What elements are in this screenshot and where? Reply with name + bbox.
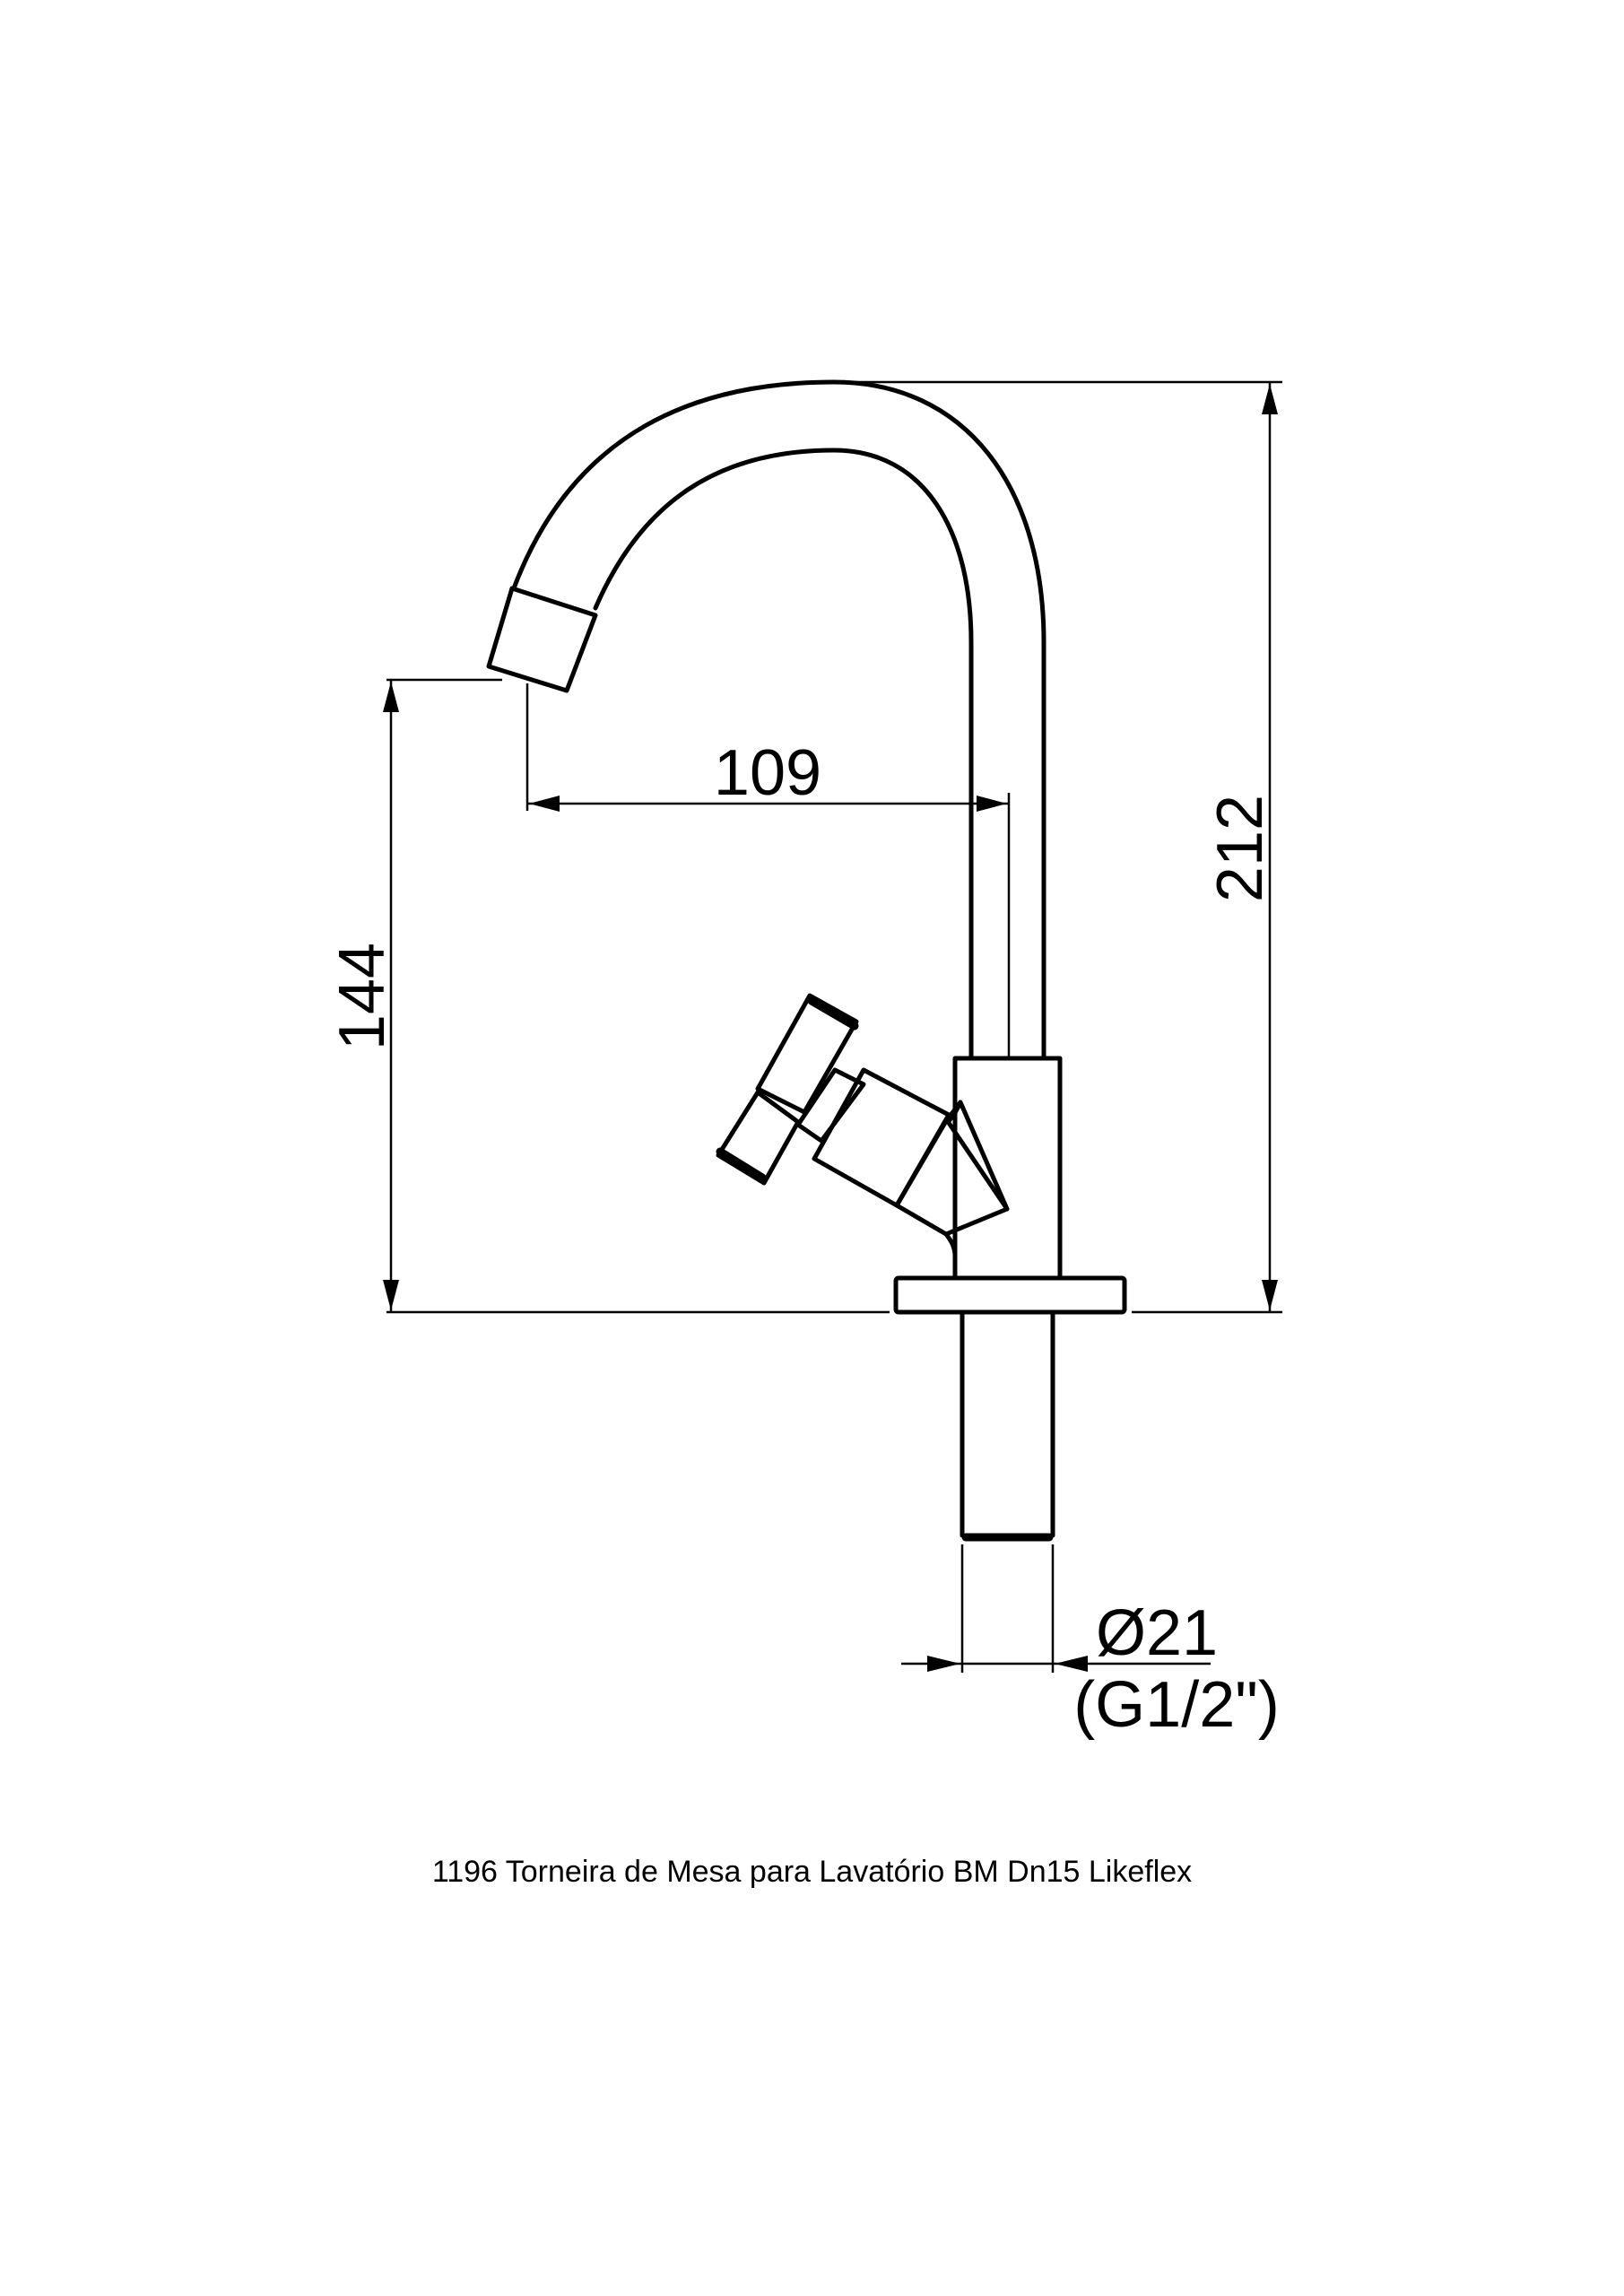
spout-outer-contour bbox=[511, 379, 1046, 1061]
valve-bonnet bbox=[812, 1067, 951, 1208]
faucet-body bbox=[952, 1056, 1063, 1281]
handle-lower-cap bbox=[716, 1147, 767, 1182]
spout-inner-contour bbox=[593, 448, 974, 1061]
dim-109-arrow-right bbox=[977, 796, 1007, 812]
aerator-nozzle bbox=[486, 586, 598, 693]
dim-109-label: 109 bbox=[714, 737, 821, 809]
valve-spindle bbox=[795, 1067, 866, 1144]
dim-212-label: 212 bbox=[1204, 795, 1276, 902]
dim-diameter-arrow-left bbox=[927, 1656, 960, 1672]
dim-diameter-label: Ø21 bbox=[1096, 1597, 1218, 1669]
inlet-shank bbox=[960, 1309, 1055, 1538]
dim-109-arrow-left bbox=[529, 796, 560, 812]
handle-lower-arm bbox=[716, 1090, 801, 1186]
dim-144-arrow-bottom bbox=[383, 1280, 399, 1310]
dim-144-label: 144 bbox=[326, 943, 398, 1050]
valve-cone-edge bbox=[943, 1120, 1010, 1258]
dim-diameter-arrow-right bbox=[1055, 1656, 1088, 1672]
dim-144-arrow-top bbox=[383, 682, 399, 712]
dim-212-arrow-top bbox=[1262, 384, 1278, 414]
dim-212-arrow-bottom bbox=[1262, 1280, 1278, 1310]
handle-upper-cap bbox=[807, 996, 859, 1031]
valve-cone-nut bbox=[894, 1100, 1010, 1237]
drawing-caption: 1196 Torneira de Mesa para Lavatório BM … bbox=[431, 1855, 1193, 1889]
base-flange bbox=[893, 1275, 1127, 1315]
dim-thread-label: (G1/2") bbox=[1073, 1669, 1280, 1741]
handle-upper-arm bbox=[755, 993, 859, 1115]
valve-cone-curve bbox=[946, 1100, 963, 1124]
